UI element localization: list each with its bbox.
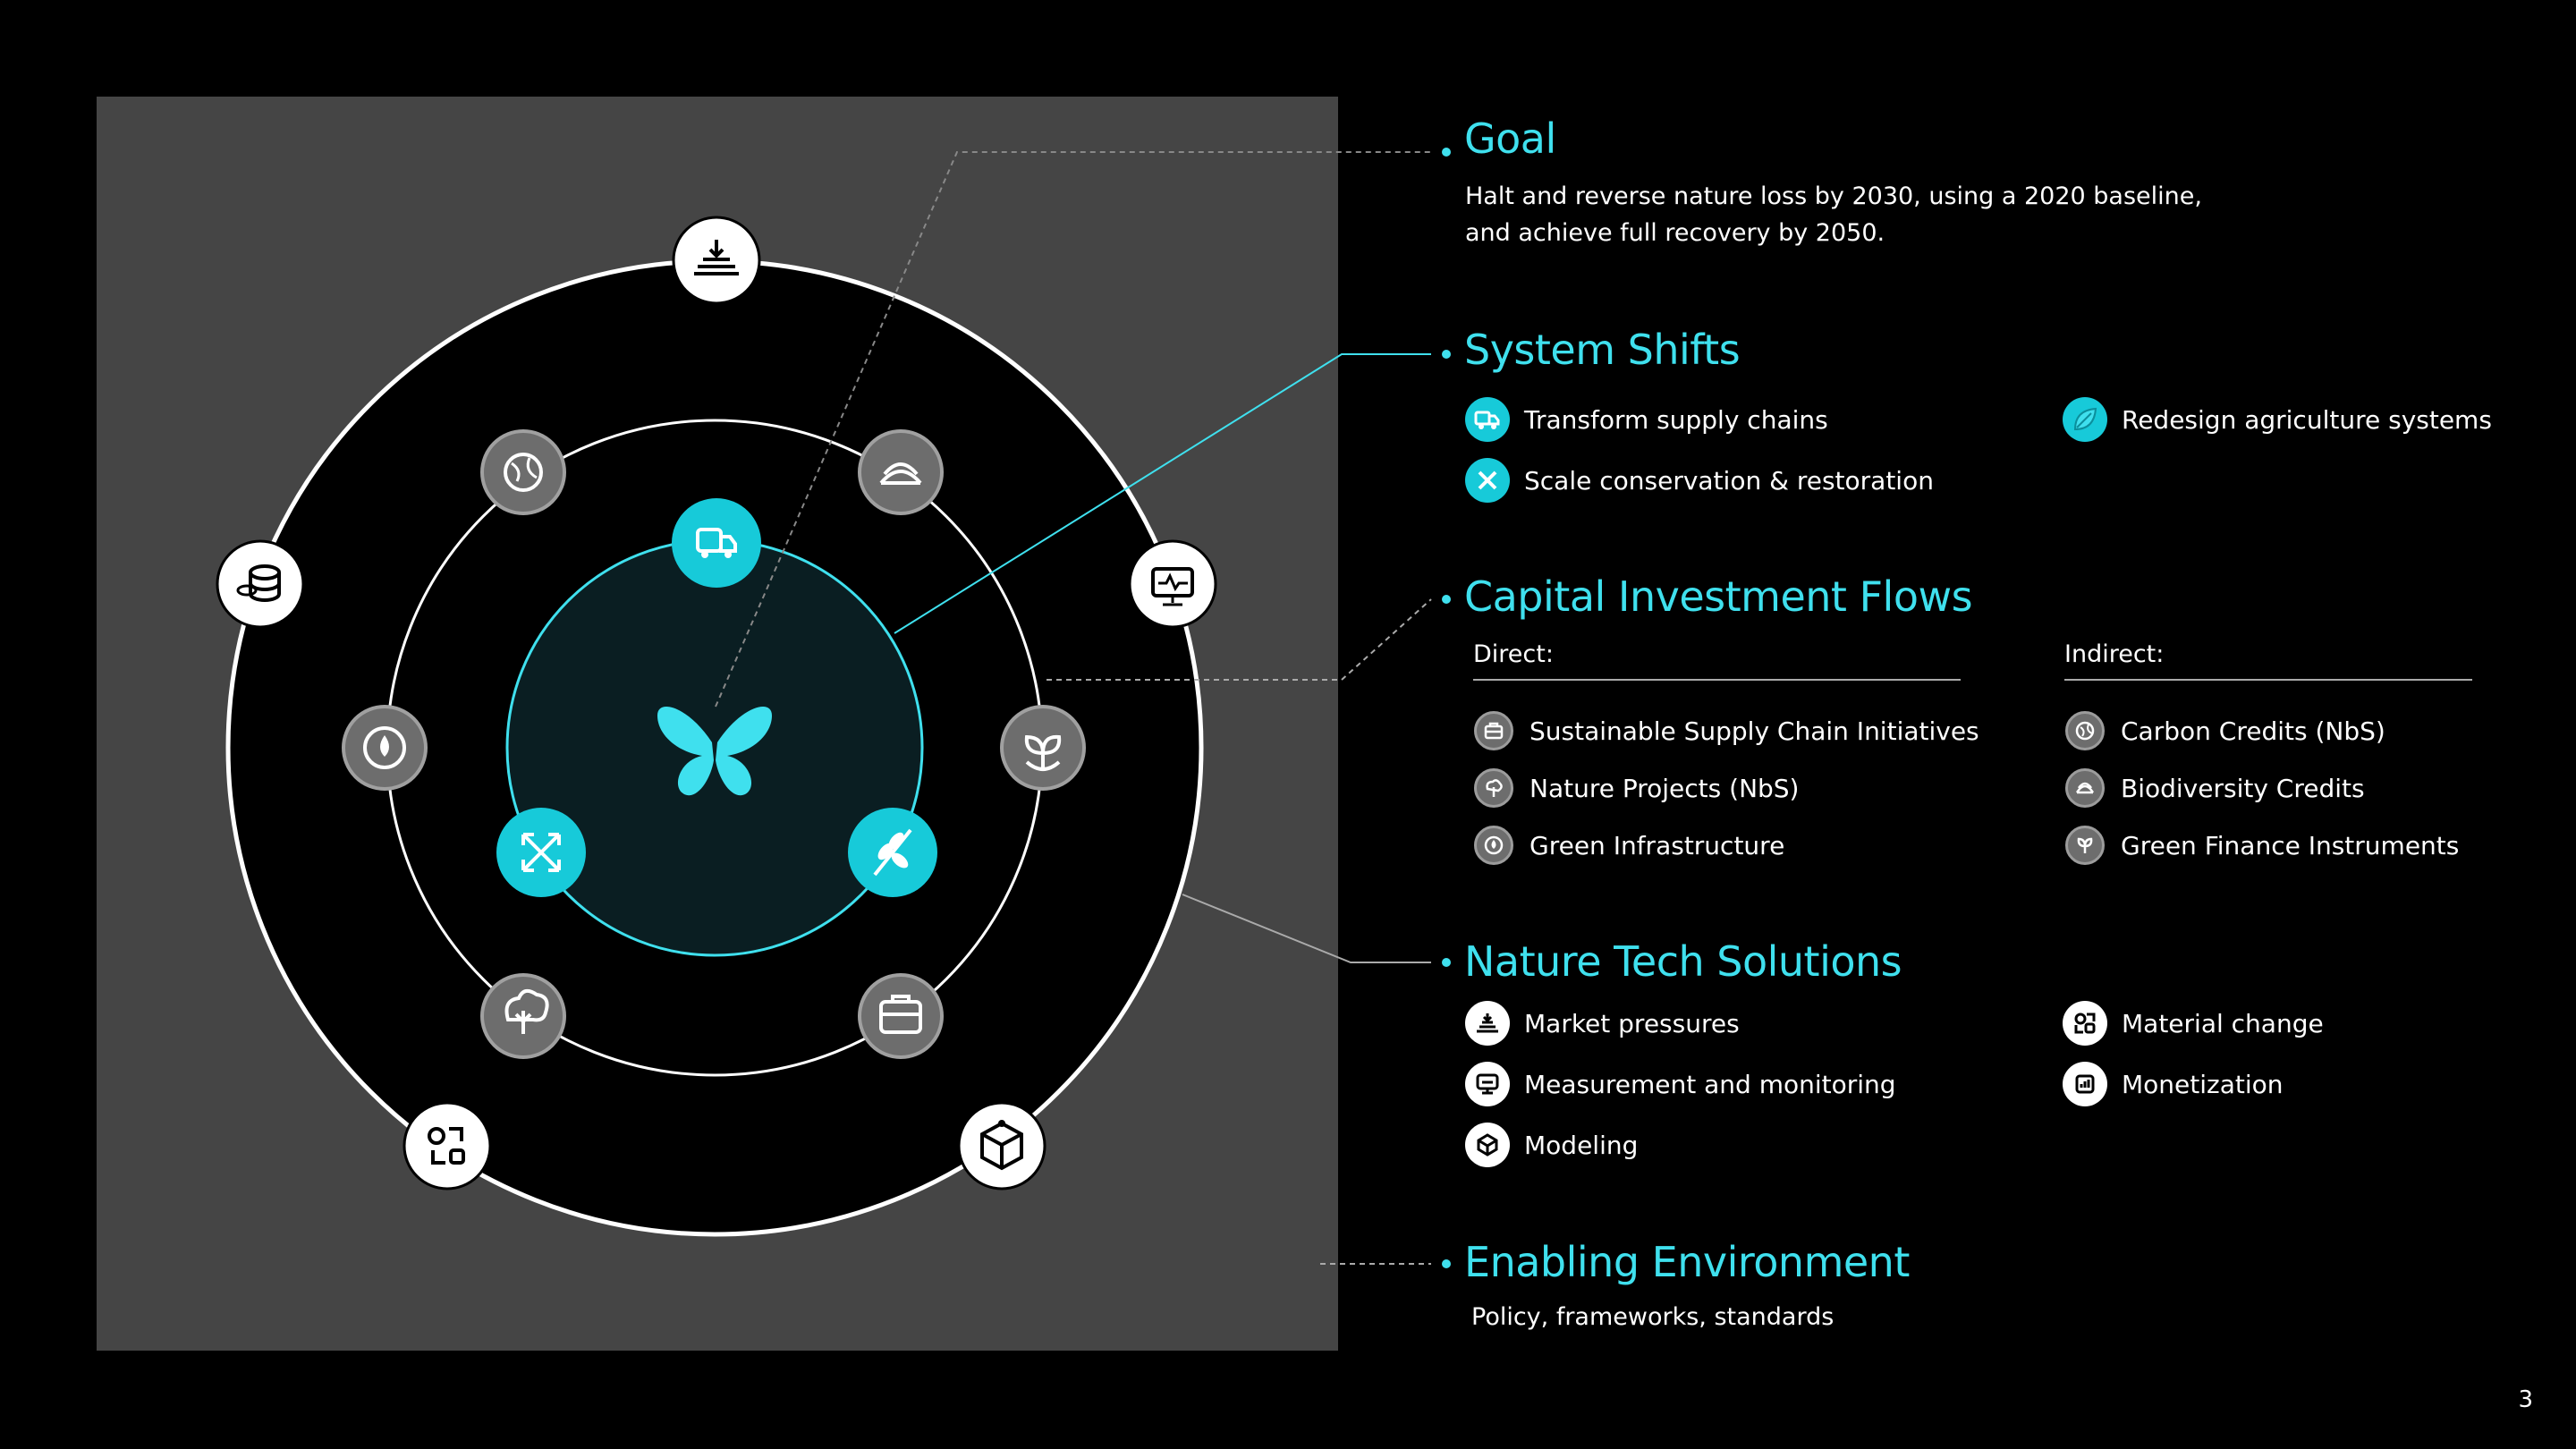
tree-icon xyxy=(1474,768,1513,808)
direct-item-label: Sustainable Supply Chain Initiatives xyxy=(1530,716,1979,746)
enabling-text: Policy, frameworks, standards xyxy=(1471,1303,1835,1331)
system-shift-label: Scale conservation & restoration xyxy=(1524,465,1934,496)
goal-text-line-1: Halt and reverse nature loss by 2030, us… xyxy=(1465,182,2202,210)
connector-capital xyxy=(1046,598,1432,681)
outer-node-cycle xyxy=(402,1101,492,1191)
direct-item-supply-chain: Sustainable Supply Chain Initiatives xyxy=(1474,708,1979,754)
outer-node-market xyxy=(672,216,761,305)
connector-goal xyxy=(715,151,1431,708)
goal-text-line-2: and achieve full recovery by 2050. xyxy=(1465,219,1885,247)
direct-item-green-infrastructure: Green Infrastructure xyxy=(1474,822,1784,869)
system-shifts-title: System Shifts xyxy=(1464,326,1741,374)
system-shift-item-agriculture: Redesign agriculture systems xyxy=(2063,396,2492,443)
indirect-heading: Indirect: xyxy=(2064,640,2165,668)
system-shift-item-supply-chains: Transform supply chains xyxy=(1465,396,1828,443)
outer-node-monitor xyxy=(1128,539,1217,629)
middle-node-sprout xyxy=(1000,705,1086,791)
nature-tech-label: Market pressures xyxy=(1524,1008,1740,1038)
nature-tech-label: Modeling xyxy=(1524,1130,1639,1160)
inner-node-truck xyxy=(672,498,761,588)
cube-icon xyxy=(1465,1123,1510,1167)
connector-enabling-dot xyxy=(1442,1259,1451,1268)
direct-item-label: Green Infrastructure xyxy=(1530,830,1785,860)
connector-goal-dot xyxy=(1442,148,1451,157)
direct-item-label: Nature Projects (NbS) xyxy=(1530,773,1800,803)
inner-node-wheat xyxy=(848,808,937,897)
goal-title: Goal xyxy=(1464,114,1556,163)
system-shift-item-conservation: Scale conservation & restoration xyxy=(1465,457,1934,504)
monitor-icon xyxy=(1465,1062,1510,1106)
expand-icon xyxy=(1465,458,1510,503)
layers-icon xyxy=(2065,768,2105,808)
coins-icon xyxy=(2063,1062,2107,1106)
indirect-item-green-finance: Green Finance Instruments xyxy=(2065,822,2459,869)
connector-lines xyxy=(715,148,1451,1268)
indirect-item-biodiversity-credits: Biodiversity Credits xyxy=(2065,765,2365,811)
inner-node-expand xyxy=(496,808,586,897)
nature-tech-item-material-change: Material change xyxy=(2063,1000,2324,1046)
page-number: 3 xyxy=(2518,1386,2533,1413)
indirect-item-carbon-credits: Carbon Credits (NbS) xyxy=(2065,708,2385,754)
middle-node-drop xyxy=(342,705,428,791)
capital-flows-title: Capital Investment Flows xyxy=(1464,572,1973,621)
middle-node-layers xyxy=(858,429,944,515)
system-shift-label: Redesign agriculture systems xyxy=(2122,404,2492,435)
nature-tech-label: Material change xyxy=(2122,1008,2324,1038)
indirect-item-label: Green Finance Instruments xyxy=(2121,830,2460,860)
connector-nature-tech xyxy=(1182,894,1431,963)
nature-tech-label: Measurement and monitoring xyxy=(1524,1069,1896,1099)
box-icon xyxy=(1474,711,1513,750)
outer-node-cube xyxy=(957,1101,1046,1191)
indirect-item-label: Biodiversity Credits xyxy=(2121,773,2365,803)
leaf-icon xyxy=(2063,397,2107,442)
inner-ring xyxy=(505,538,924,957)
direct-heading: Direct: xyxy=(1473,640,1554,668)
system-shift-label: Transform supply chains xyxy=(1524,404,1828,435)
nature-tech-item-measurement: Measurement and monitoring xyxy=(1465,1061,1896,1107)
nature-tech-title: Nature Tech Solutions xyxy=(1464,937,1902,986)
connector-capital-dot xyxy=(1442,595,1451,604)
connector-system-shifts-dot xyxy=(1442,350,1451,359)
outer-node-coins xyxy=(216,539,305,629)
nature-tech-item-monetization: Monetization xyxy=(2063,1061,2284,1107)
direct-item-nature-projects: Nature Projects (NbS) xyxy=(1474,765,1799,811)
sprout-icon xyxy=(2065,826,2105,865)
cycle-icon xyxy=(2063,1001,2107,1046)
middle-node-tree xyxy=(480,973,566,1059)
truck-icon xyxy=(1465,397,1510,442)
globe-icon xyxy=(2065,711,2105,750)
direct-rule xyxy=(1473,679,1961,681)
nature-tech-label: Monetization xyxy=(2122,1069,2284,1099)
nature-tech-item-modeling: Modeling xyxy=(1465,1122,1638,1168)
enabling-title: Enabling Environment xyxy=(1464,1238,1910,1286)
nature-tech-item-market-pressures: Market pressures xyxy=(1465,1000,1740,1046)
indirect-item-label: Carbon Credits (NbS) xyxy=(2121,716,2385,746)
market-icon xyxy=(1465,1001,1510,1046)
drop-icon xyxy=(1474,826,1513,865)
middle-node-box xyxy=(858,973,944,1059)
middle-node-globe xyxy=(480,429,566,515)
connector-nature-tech-dot xyxy=(1442,958,1451,967)
butterfly-icon xyxy=(657,707,772,796)
connector-system-shifts xyxy=(894,353,1431,634)
indirect-rule xyxy=(2064,679,2472,681)
